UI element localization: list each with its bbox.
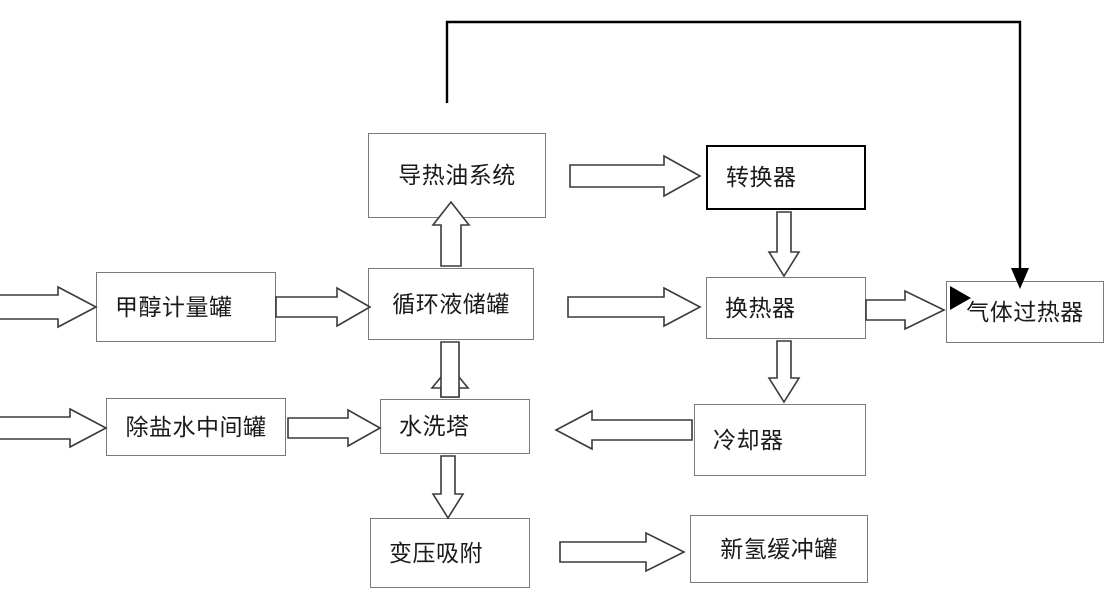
node-label-gas-superheater: 气体过热器 bbox=[966, 299, 1084, 325]
connector-cooler-to-water-wash-tower bbox=[554, 409, 693, 451]
node-label-psa-adsorption: 变压吸附 bbox=[389, 540, 483, 566]
node-psa-adsorption: 变压吸附 bbox=[370, 518, 530, 588]
node-thermal-oil-system: 导热油系统 bbox=[368, 133, 546, 218]
connector-desalted-water-tank-to-water-wash-tower bbox=[287, 408, 382, 448]
connector-heat-exchanger-to-cooler bbox=[767, 340, 801, 404]
node-heat-exchanger: 换热器 bbox=[706, 277, 866, 339]
node-label-cooler: 冷却器 bbox=[713, 427, 784, 453]
connector-water-wash-tower-to-circulating-tank bbox=[430, 364, 470, 398]
connector-heat-exchanger-to-gas-superheater bbox=[865, 289, 946, 331]
connector-inlet-to-methanol-tank bbox=[0, 285, 98, 329]
node-circulating-liquid-tank: 循环液储罐 bbox=[368, 268, 534, 340]
node-label-methanol-metering-tank: 甲醇计量罐 bbox=[115, 294, 233, 320]
connector-thermal-oil-to-converter bbox=[569, 154, 702, 198]
node-label-new-hydrogen-buffer-tank: 新氢缓冲罐 bbox=[720, 536, 838, 562]
node-label-circulating-liquid-tank: 循环液储罐 bbox=[392, 291, 510, 317]
connector-water-wash-tower-to-psa bbox=[431, 455, 465, 520]
node-label-converter: 转换器 bbox=[726, 165, 797, 190]
node-desalted-water-tank: 除盐水中间罐 bbox=[106, 398, 286, 456]
node-label-heat-exchanger: 换热器 bbox=[725, 295, 796, 321]
node-water-wash-tower: 水洗塔 bbox=[380, 399, 530, 454]
node-cooler: 冷却器 bbox=[694, 404, 866, 476]
connector-converter-to-heat-exchanger bbox=[767, 211, 801, 278]
node-label-desalted-water-tank: 除盐水中间罐 bbox=[125, 414, 267, 440]
node-new-hydrogen-buffer-tank: 新氢缓冲罐 bbox=[690, 515, 868, 583]
node-converter: 转换器 bbox=[706, 145, 866, 210]
connector-water-wash-tower-to-circulating-tank-shaft bbox=[440, 341, 460, 398]
connector-methanol-tank-to-circulating-tank bbox=[275, 286, 372, 328]
connector-inlet-to-desalted-water-tank bbox=[0, 407, 108, 449]
node-methanol-metering-tank: 甲醇计量罐 bbox=[96, 272, 276, 342]
connector-psa-to-hydrogen-buffer-tank bbox=[559, 531, 686, 573]
node-label-water-wash-tower: 水洗塔 bbox=[399, 414, 470, 439]
node-gas-superheater: 气体过热器 bbox=[946, 281, 1104, 343]
connector-circulating-tank-to-heat-exchanger bbox=[567, 286, 702, 328]
node-label-thermal-oil-system: 导热油系统 bbox=[398, 163, 516, 188]
